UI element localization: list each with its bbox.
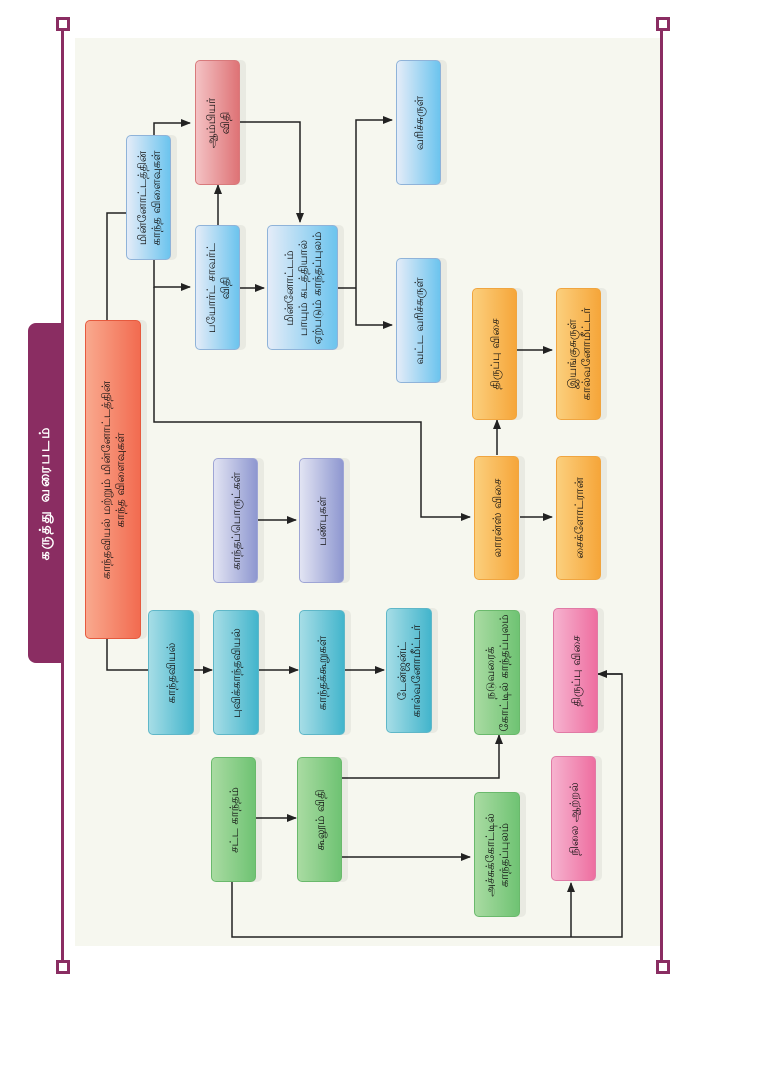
frame-corner-bottom-left (56, 960, 70, 974)
node-tangent-galvanometer: டேன்ஜன்ட் கால்வனோமீட்டர் (386, 608, 432, 733)
connector-field-to-circular-coil (355, 288, 393, 329)
connector-coulomb-to-equatorial (341, 734, 503, 779)
connector-root-to-current-effects (106, 212, 126, 320)
node-potential-energy: நிலை ஆற்றல் (551, 756, 596, 881)
node-field-of-conductor: மின்னோட்டம் பாயும் கடத்தியால் ஏற்படும் க… (267, 225, 338, 350)
node-axial-field: அச்சுக்கோட்டில் காந்தப்புலம் (474, 792, 520, 917)
connector-current-effects-to-biot (153, 258, 191, 291)
node-lorentz-force: லாரன்ஸ் விசை (474, 456, 519, 580)
node-earth-magnetism: புவிக்காந்தவியல் (213, 610, 259, 735)
node-moving-coil-galvanometer: இயங்குசுருள் கால்வனோமீட்டர் (556, 288, 601, 420)
node-magnetic-materials: காந்தப்பொருட்கள் (213, 458, 258, 583)
node-torque-magnet: திருப்பு விசை (553, 608, 598, 733)
node-biot-savart-law: பயோர்ட் சாவர்ட் விதி (195, 225, 240, 350)
node-root: காந்தவியல் மற்றும் மின்னோட்டத்தின் காந்த… (85, 320, 141, 639)
frame-right-line (660, 28, 663, 966)
connector-current-effects-to-ampere (153, 119, 191, 135)
node-circular-coil: வட்ட வரிச்சுருள் (396, 258, 441, 383)
node-solenoid: வரிச்சுருள் (396, 60, 441, 185)
node-torque-coil: திருப்பு விசை (472, 288, 517, 420)
title-banner: கருத்து வரைபடம் (28, 323, 64, 663)
node-properties: பண்புகள் (299, 458, 344, 583)
frame-corner-top-left (56, 17, 70, 31)
node-magnetic-elements: காந்தக்கூறுகள் (299, 610, 345, 735)
frame-corner-top-right (656, 17, 670, 31)
connector-current-effects-to-lorentz (153, 287, 471, 521)
node-coulomb-law: கூலூம் விதி (297, 757, 342, 882)
node-ampere-law: ஆம்பியர் விதி (195, 60, 240, 185)
node-bar-magnet: சட்ட காந்தம் (211, 757, 256, 882)
node-magnetism: காந்தவியல் (148, 610, 194, 735)
connector-ampere-to-field (240, 121, 304, 223)
node-current-magnetic-effects: மின்னோட்டத்தின் காந்த விளைவுகள் (126, 135, 171, 260)
node-equatorial-field: நடுவரைக் கோட்டில் காந்தப்புலம் (474, 610, 520, 735)
connector-root-to-magnetism (106, 637, 148, 671)
frame-corner-bottom-right (656, 960, 670, 974)
connector-field-to-solenoid (355, 116, 393, 288)
node-cyclotron: சைக்ளோட்ரான் (556, 456, 601, 580)
